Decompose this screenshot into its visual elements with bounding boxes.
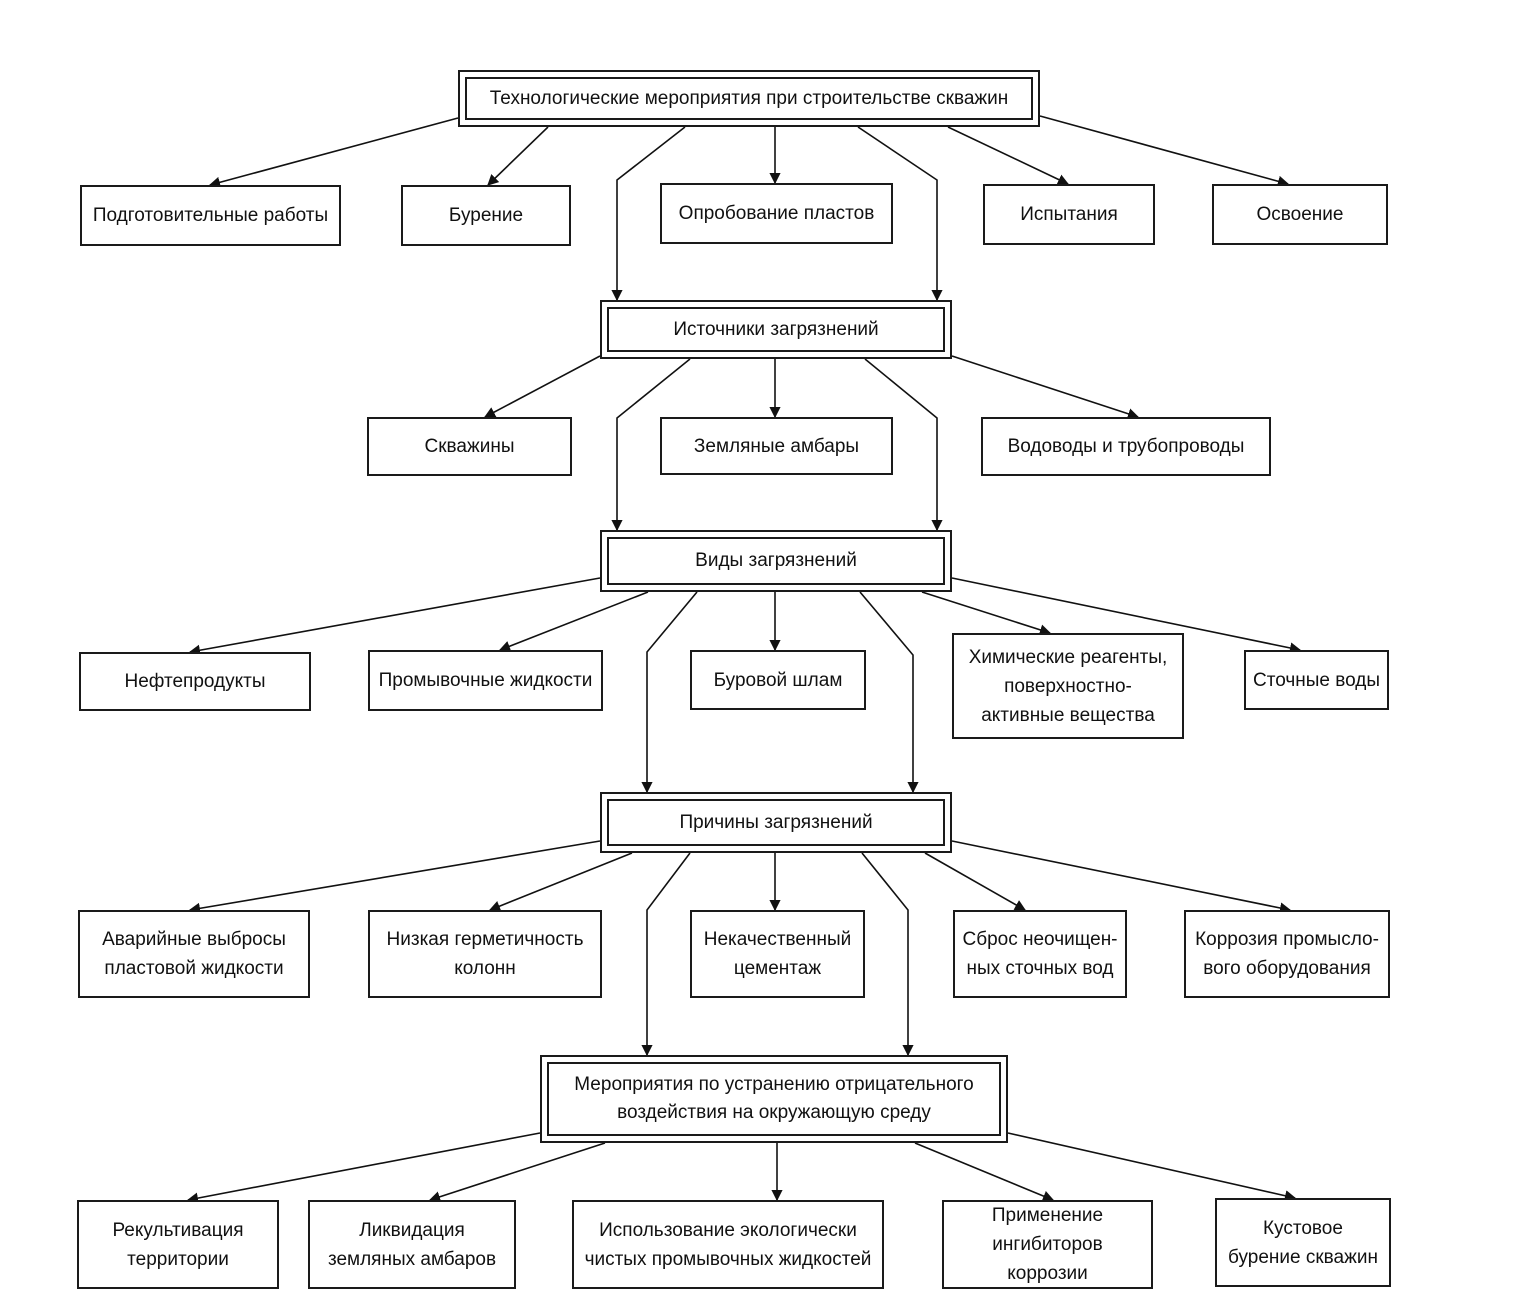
box-water-pipelines: Водоводы и трубопроводы	[981, 417, 1271, 476]
box-chemical-reagents: Химические реагенты, поверхностно- актив…	[952, 633, 1184, 739]
arrow	[1039, 115, 1290, 187]
main-box-pollution-causes: Причины загрязнений	[600, 792, 952, 853]
main-box-label: Источники загрязнений	[607, 307, 945, 352]
main-box-pollution-types: Виды загрязнений	[600, 530, 952, 592]
box-equipment-corrosion: Коррозия промысло- вого оборудования	[1184, 910, 1390, 998]
box-earthen-pits: Земляные амбары	[660, 417, 893, 475]
arrow	[641, 591, 698, 794]
box-pit-liquidation: Ликвидация земляных амбаров	[308, 1200, 516, 1289]
arrow	[1007, 1132, 1297, 1202]
box-drilling: Бурение	[401, 185, 571, 246]
arrow	[488, 852, 633, 912]
box-preparatory-works: Подготовительные работы	[80, 185, 341, 246]
main-box-label: Причины загрязнений	[607, 799, 945, 846]
box-oil-products: Нефтепродукты	[79, 652, 311, 711]
arrow	[861, 852, 914, 1057]
arrow	[857, 126, 943, 302]
arrow	[484, 355, 601, 418]
box-reclamation: Рекультивация территории	[77, 1200, 279, 1289]
arrow	[498, 591, 649, 652]
arrow	[914, 1142, 1055, 1202]
arrow	[611, 126, 686, 302]
box-development: Освоение	[1212, 184, 1388, 245]
arrow	[641, 852, 691, 1057]
box-eco-fluids: Использование экологически чистых промыв…	[572, 1200, 884, 1289]
arrow	[924, 852, 1026, 911]
box-untreated-discharge: Сброс неочищен- ных сточных вод	[953, 910, 1127, 998]
arrow	[428, 1142, 606, 1203]
box-poor-cementing: Некачественный цементаж	[690, 910, 865, 998]
box-emergency-releases: Аварийные выбросы пластовой жидкости	[78, 910, 310, 998]
main-box-label: Технологические мероприятия при строител…	[465, 77, 1033, 120]
main-box-technological-measures: Технологические мероприятия при строител…	[458, 70, 1040, 127]
box-formation-sampling: Опробование пластов	[660, 183, 893, 244]
main-box-label: Виды загрязнений	[607, 537, 945, 585]
arrow	[188, 577, 601, 656]
main-box-pollution-sources: Источники загрязнений	[600, 300, 952, 359]
arrow	[186, 1132, 541, 1204]
arrow	[859, 591, 919, 794]
box-cluster-drilling: Кустовое бурение скважин	[1215, 1198, 1391, 1287]
box-testing: Испытания	[983, 184, 1155, 245]
main-box-label: Мероприятия по устранению отрицательного…	[547, 1062, 1001, 1136]
arrow	[951, 355, 1140, 420]
arrow	[864, 358, 943, 532]
arrow	[487, 126, 549, 186]
arrow	[208, 117, 459, 188]
arrow	[611, 358, 691, 532]
box-drill-cuttings: Буровой шлам	[690, 650, 866, 710]
arrow	[188, 840, 601, 914]
arrow	[951, 577, 1302, 654]
arrow	[951, 840, 1292, 914]
box-waste-water: Сточные воды	[1244, 650, 1389, 710]
box-low-tightness: Низкая герметичность колонн	[368, 910, 602, 998]
box-wells: Скважины	[367, 417, 572, 476]
arrow	[947, 126, 1070, 185]
box-flushing-fluids: Промывочные жидкости	[368, 650, 603, 711]
main-box-mitigation-measures: Мероприятия по устранению отрицательного…	[540, 1055, 1008, 1143]
box-corrosion-inhibitors: Применение ингибиторов коррозии	[942, 1200, 1153, 1289]
arrow	[921, 591, 1052, 636]
